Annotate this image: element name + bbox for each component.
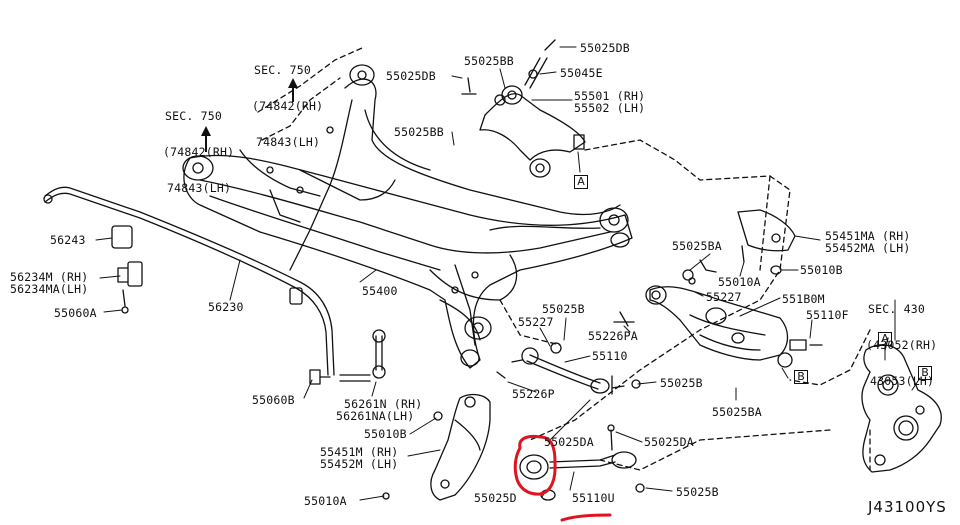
- diagram-code: J43100YS: [868, 498, 947, 516]
- ref-box-b-mid: B: [794, 370, 808, 384]
- part-label-55025db-top: 55025DB: [580, 41, 630, 55]
- part-label-55025ba-top: 55025BA: [672, 239, 722, 253]
- bracket-55451MA: [682, 209, 796, 285]
- sec-ref-750-left: SEC. 750 (74842(RH) 74843(LH): [163, 86, 234, 206]
- part-label-55110f: 55110F: [806, 308, 849, 322]
- part-label-55025ba-bot: 55025BA: [712, 405, 762, 419]
- part-label-55110: 55110: [592, 349, 628, 363]
- sec-ref-lh: 74843(LH): [167, 181, 232, 195]
- sec-ref-title: SEC. 430: [868, 302, 925, 316]
- part-label-55025da-right: 55025DA: [644, 435, 694, 449]
- part-label-55010a-left: 55010A: [304, 494, 347, 508]
- part-label-55451m: 55451M (RH): [320, 445, 399, 459]
- part-label-55226pa: 55226PA: [588, 329, 638, 343]
- part-label-55025bb-top: 55025BB: [464, 54, 514, 68]
- bracket-55451M: [382, 393, 491, 501]
- part-label-55045e: 55045E: [560, 66, 603, 80]
- part-label-551b0m: 551B0M: [782, 292, 825, 306]
- part-label-56243: 56243: [50, 233, 86, 247]
- part-label-55010a-right: 55010A: [718, 275, 761, 289]
- part-label-55025b-right: 55025B: [660, 376, 703, 390]
- part-label-56234m: 56234M (RH): [10, 270, 89, 284]
- part-label-55010b-left: 55010B: [364, 427, 407, 441]
- ref-box-b-right: B: [918, 366, 932, 380]
- lateral-link-55110: [496, 342, 641, 395]
- part-label-55010b-right: 55010B: [800, 263, 843, 277]
- lower-arm-551B0M: [613, 285, 823, 368]
- sec-ref-lh: 43053(LH): [870, 374, 935, 388]
- part-label-55025da-left: 55025DA: [544, 435, 594, 449]
- part-label-55502: 55502 (LH): [574, 101, 646, 115]
- part-label-55400: 55400: [362, 284, 398, 298]
- part-label-55227-right: 55227: [706, 290, 742, 304]
- arrows: [201, 78, 298, 152]
- stabilizer-link-56261: [309, 329, 386, 385]
- part-label-56261na: 56261NA(LH): [336, 409, 415, 423]
- part-label-55110u: 55110U: [572, 491, 615, 505]
- sec-ref-lh: 74843(LH): [256, 135, 321, 149]
- sec-ref-430: SEC. 430 (43052(RH) 43053(LH): [866, 279, 937, 399]
- sec-ref-rh: (43052(RH): [866, 338, 938, 352]
- sec-ref-rh: (74842(RH): [252, 99, 324, 113]
- highlight-marks: [513, 434, 612, 522]
- ref-box-a-top: A: [574, 175, 588, 189]
- part-label-56261n: 56261N (RH): [344, 397, 423, 411]
- stabilizer-bar-56230: [43, 186, 335, 376]
- part-label-55452m: 55452M (LH): [320, 457, 399, 471]
- part-label-55452ma: 55452MA (LH): [825, 241, 911, 255]
- part-label-55060b: 55060B: [252, 393, 295, 407]
- part-label-56234ma: 56234MA(LH): [10, 282, 89, 296]
- part-label-55025bb-mid: 55025BB: [394, 125, 444, 139]
- part-label-55025b-mid: 55025B: [542, 302, 585, 316]
- part-label-55025d: 55025D: [474, 491, 517, 505]
- sec-ref-title: SEC. 750: [165, 109, 222, 123]
- part-label-55226p: 55226P: [512, 387, 555, 401]
- part-label-55025b-bot: 55025B: [676, 485, 719, 499]
- ref-box-a-right: A: [878, 332, 892, 346]
- leader-lines: [95, 46, 921, 501]
- part-label-55227-mid: 55227: [518, 315, 554, 329]
- sec-ref-rh: (74842(RH): [163, 145, 235, 159]
- part-label-55060a: 55060A: [54, 306, 97, 320]
- part-label-55451ma: 55451MA (RH): [825, 229, 911, 243]
- lower-link-55110U: [519, 424, 645, 501]
- part-label-56230: 56230: [208, 300, 244, 314]
- upper-arm-55501: [461, 39, 586, 178]
- sec-ref-title: SEC. 750: [254, 63, 311, 77]
- part-label-55025db-left: 55025DB: [386, 69, 436, 83]
- sec-ref-750-top: SEC. 750 (74842(RH) 74843(LH): [252, 40, 323, 160]
- crossmember-55400: [182, 64, 633, 369]
- part-label-55501: 55501 (RH): [574, 89, 646, 103]
- section-outline-lines: [257, 47, 871, 471]
